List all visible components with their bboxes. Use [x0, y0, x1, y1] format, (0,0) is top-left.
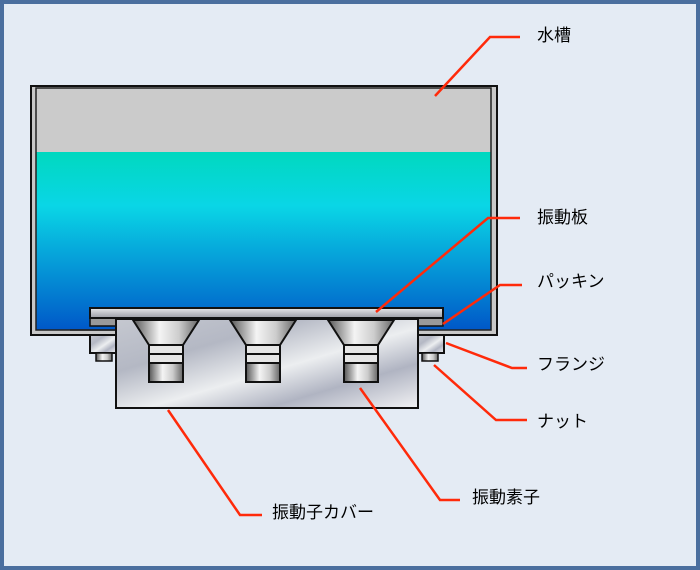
leader-plate	[375, 216, 520, 313]
vibration-plate	[89, 307, 444, 319]
label-transducer: 振動素子	[472, 488, 540, 508]
leader-packing	[442, 283, 522, 326]
label-packing: パッキン	[537, 272, 605, 292]
leader-transducer	[358, 387, 460, 502]
label-tank: 水槽	[537, 26, 571, 46]
transducer-element	[131, 319, 201, 383]
water	[36, 152, 491, 330]
leader-nut	[433, 364, 527, 422]
leader-flange	[445, 341, 527, 370]
label-nut: ナット	[537, 412, 588, 432]
label-transducer-cover: 振動子カバー	[272, 503, 374, 523]
nuts	[95, 352, 439, 362]
leader-lines	[166, 35, 527, 517]
label-flange: フランジ	[537, 355, 605, 375]
leader-tank	[434, 35, 520, 97]
transducer-element	[326, 319, 396, 383]
transducer-element	[228, 319, 298, 383]
leader-cover	[166, 409, 262, 517]
tank	[30, 85, 498, 336]
label-vibration-plate: 振動板	[537, 208, 588, 228]
transducers	[131, 319, 396, 383]
